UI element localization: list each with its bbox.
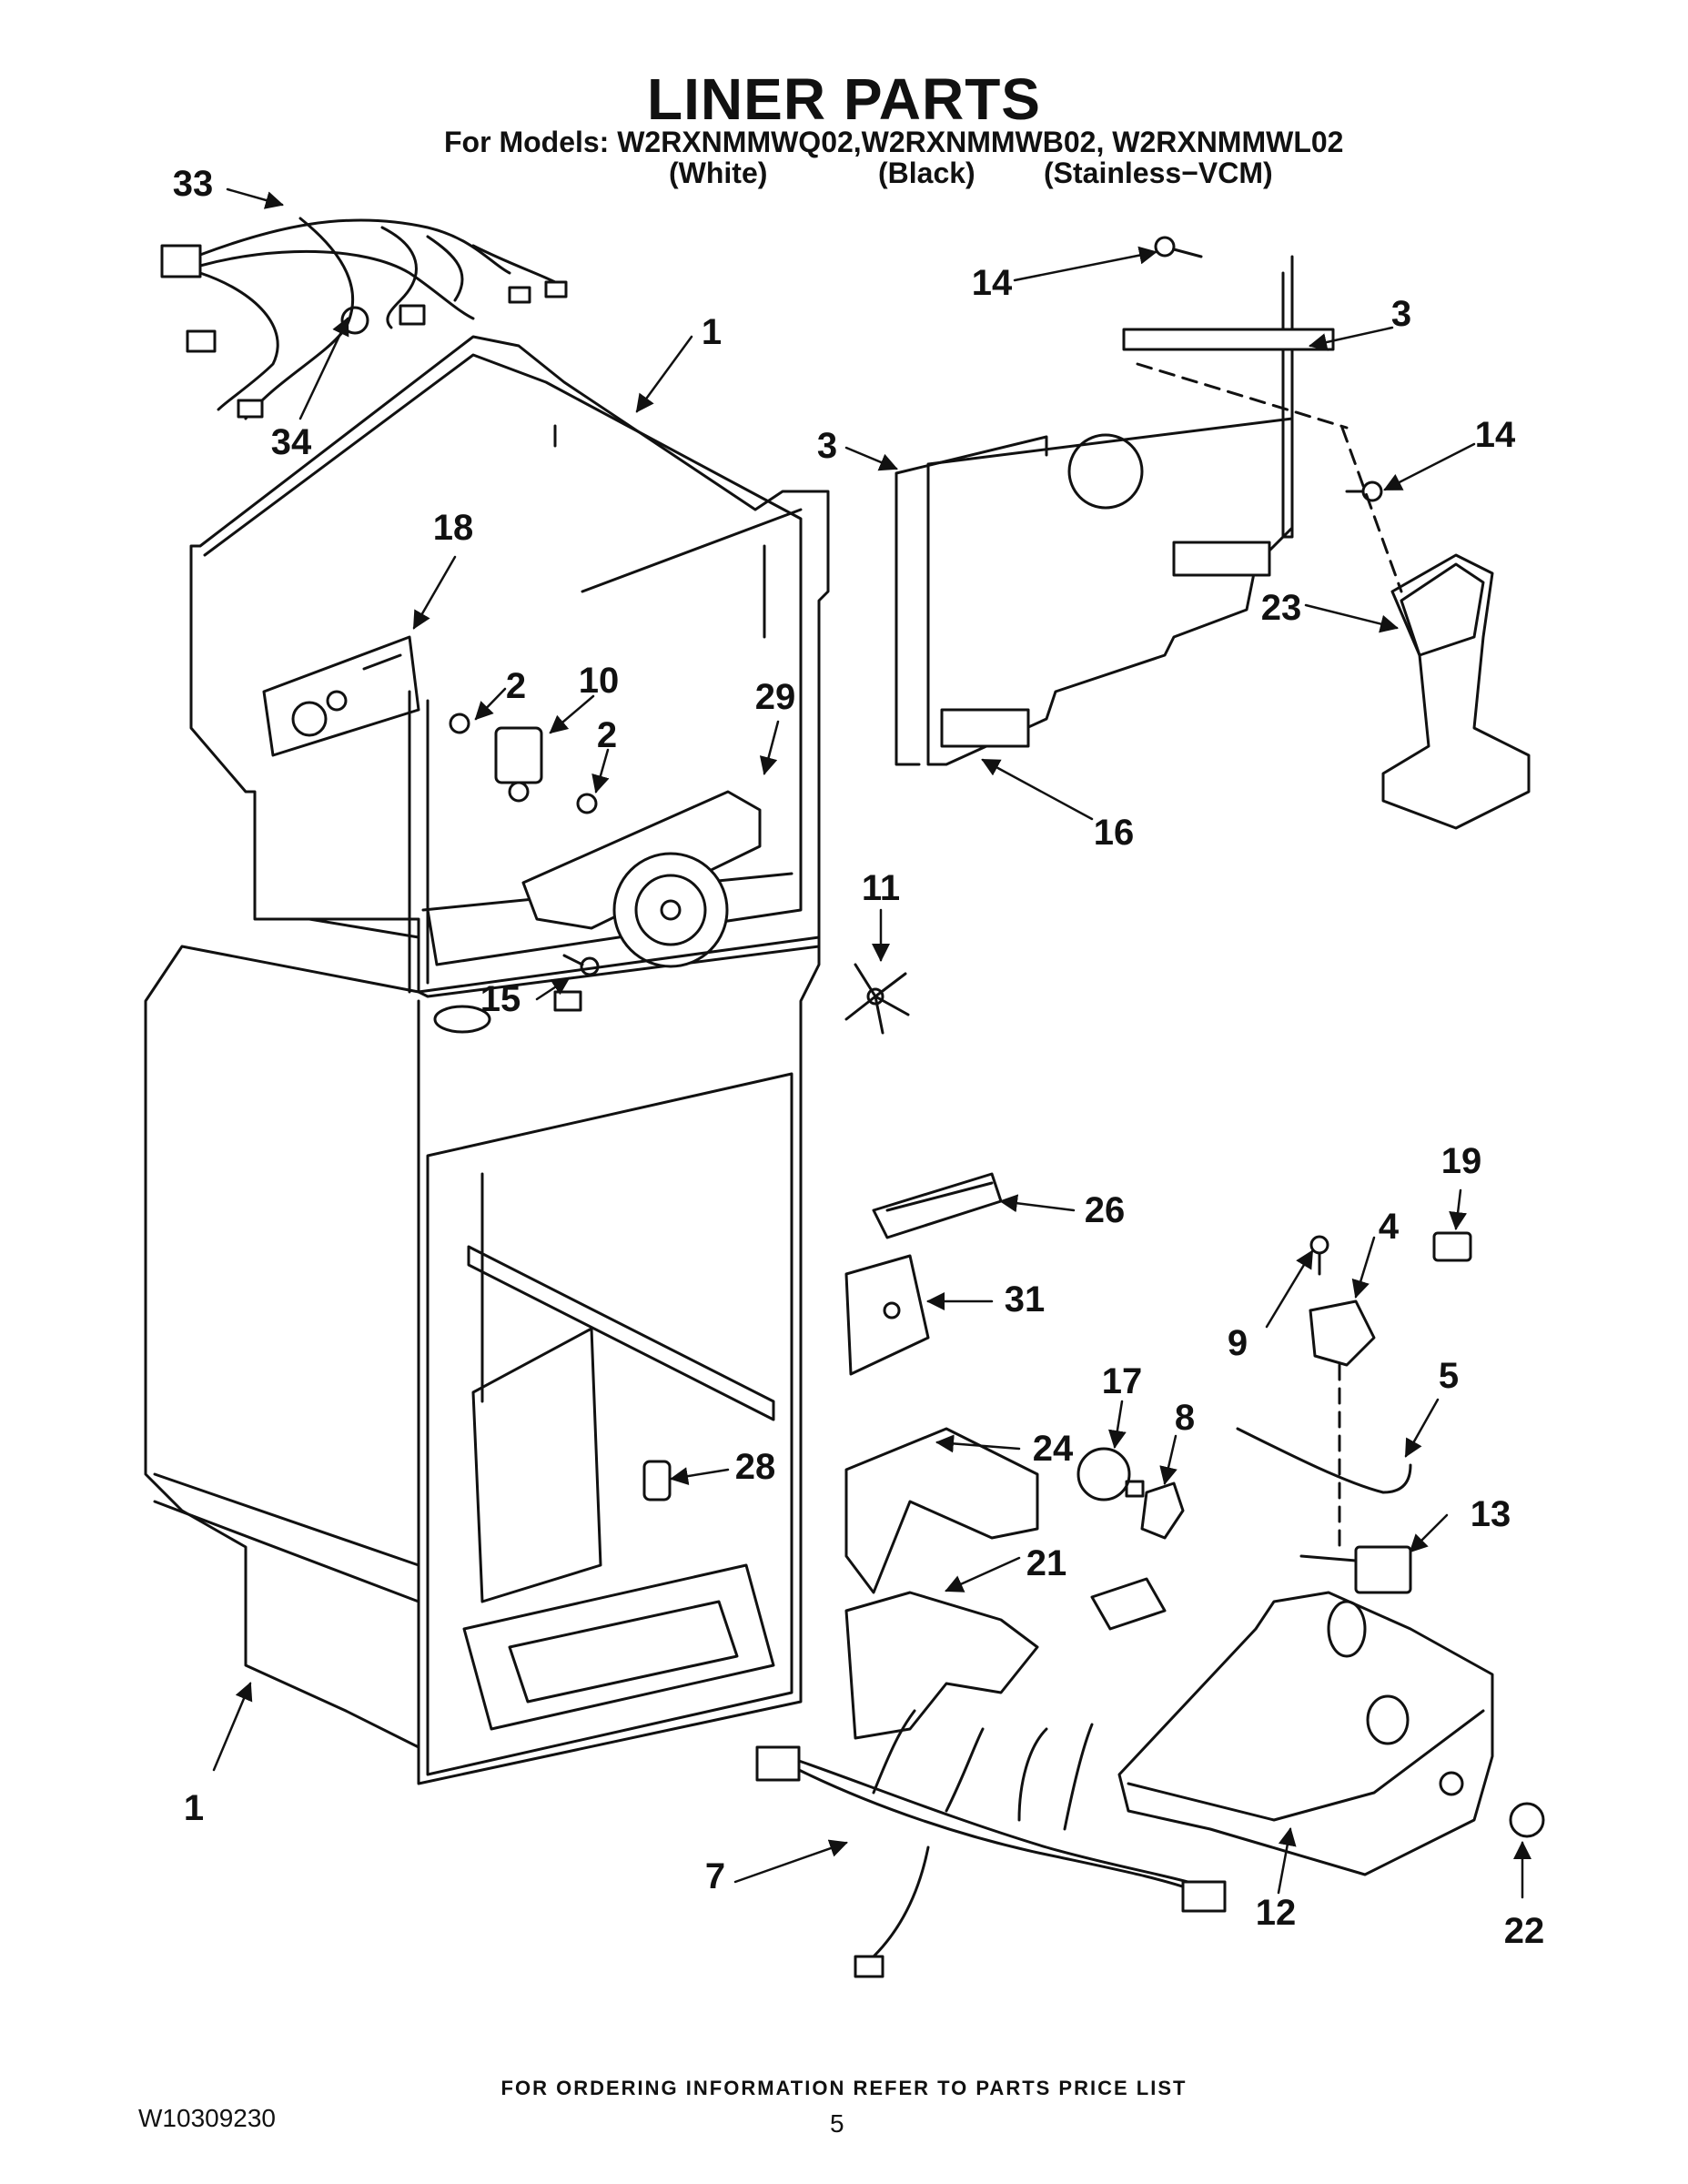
page-title: LINER PARTS — [647, 66, 1041, 132]
socket-8 — [1140, 1481, 1185, 1540]
page-number: 5 — [830, 2109, 844, 2138]
callout-9: 9 — [1227, 1323, 1248, 1363]
callout-18: 18 — [432, 508, 474, 548]
models-line: For Models: W2RXNMMWQ02,W2RXNMMWB02, W2R… — [444, 126, 1344, 158]
callout-3-right: 3 — [1390, 294, 1412, 334]
light-housing-12 — [1090, 1577, 1494, 1876]
callout-5: 5 — [1438, 1356, 1460, 1396]
document-number: W10309230 — [138, 2104, 277, 2132]
callout-33: 33 — [172, 164, 214, 204]
callout-12: 12 — [1255, 1893, 1297, 1933]
plug-28 — [642, 1460, 672, 1502]
callout-1-lower: 1 — [183, 1788, 205, 1828]
tube-5 — [1236, 1427, 1412, 1494]
callout-34: 34 — [270, 422, 312, 462]
callout-21: 21 — [1026, 1543, 1067, 1583]
callout-10: 10 — [578, 661, 620, 701]
bracket-31 — [844, 1254, 930, 1376]
callout-3-left: 3 — [816, 426, 838, 466]
screw-14-right — [1345, 480, 1383, 502]
freezer-liner-1 — [189, 335, 830, 998]
callout-31: 31 — [1004, 1279, 1046, 1320]
callout-16: 16 — [1093, 813, 1135, 853]
callout-14-right: 14 — [1474, 415, 1516, 455]
duct-21 — [844, 1591, 1039, 1740]
wire-harness-7 — [755, 1709, 1227, 1978]
callout-7: 7 — [704, 1856, 726, 1896]
callout-4: 4 — [1378, 1207, 1400, 1247]
callout-17: 17 — [1101, 1361, 1143, 1401]
control-housing-23 — [1340, 426, 1531, 830]
variant-stainless: (Stainless−VCM) — [1044, 157, 1273, 189]
callout-22: 22 — [1503, 1911, 1545, 1951]
wire-harness-33 — [160, 217, 568, 420]
callout-24: 24 — [1032, 1429, 1074, 1469]
clip-19 — [1432, 1231, 1472, 1262]
knob-22 — [1509, 1802, 1545, 1838]
callout-28: 28 — [734, 1447, 776, 1487]
screw-9 — [1309, 1235, 1329, 1276]
callout-14-top: 14 — [971, 263, 1013, 303]
callout-15: 15 — [480, 979, 521, 1019]
bulb-17 — [1076, 1447, 1145, 1502]
variant-black: (Black) — [878, 157, 975, 189]
duct-24 — [844, 1427, 1039, 1594]
screw-15 — [562, 954, 600, 976]
fan-assembly — [449, 713, 762, 1012]
callout-8: 8 — [1174, 1398, 1196, 1438]
leader-lines — [212, 187, 1531, 1899]
screw-14-top — [1154, 236, 1203, 258]
callout-2-left: 2 — [505, 666, 527, 706]
switch-13 — [1299, 1545, 1412, 1594]
callout-29: 29 — [754, 677, 796, 717]
callout-13: 13 — [1470, 1494, 1511, 1534]
callout-26: 26 — [1084, 1190, 1126, 1230]
callout-1-upper: 1 — [701, 312, 723, 352]
fresh-food-liner-1 — [144, 917, 821, 1785]
sensor-4 — [1309, 1299, 1376, 1549]
fan-blade-11 — [844, 963, 910, 1035]
callout-2-right: 2 — [596, 715, 618, 755]
callout-11: 11 — [861, 868, 901, 908]
damper-assembly-18 — [262, 635, 420, 757]
light-shield-26 — [872, 1172, 1003, 1239]
callout-23: 23 — [1260, 588, 1302, 628]
variant-white: (White) — [669, 157, 768, 189]
ordering-note: FOR ORDERING INFORMATION REFER TO PARTS … — [500, 2077, 1188, 2099]
callout-19: 19 — [1440, 1141, 1482, 1181]
back-panel-16 — [895, 255, 1349, 766]
